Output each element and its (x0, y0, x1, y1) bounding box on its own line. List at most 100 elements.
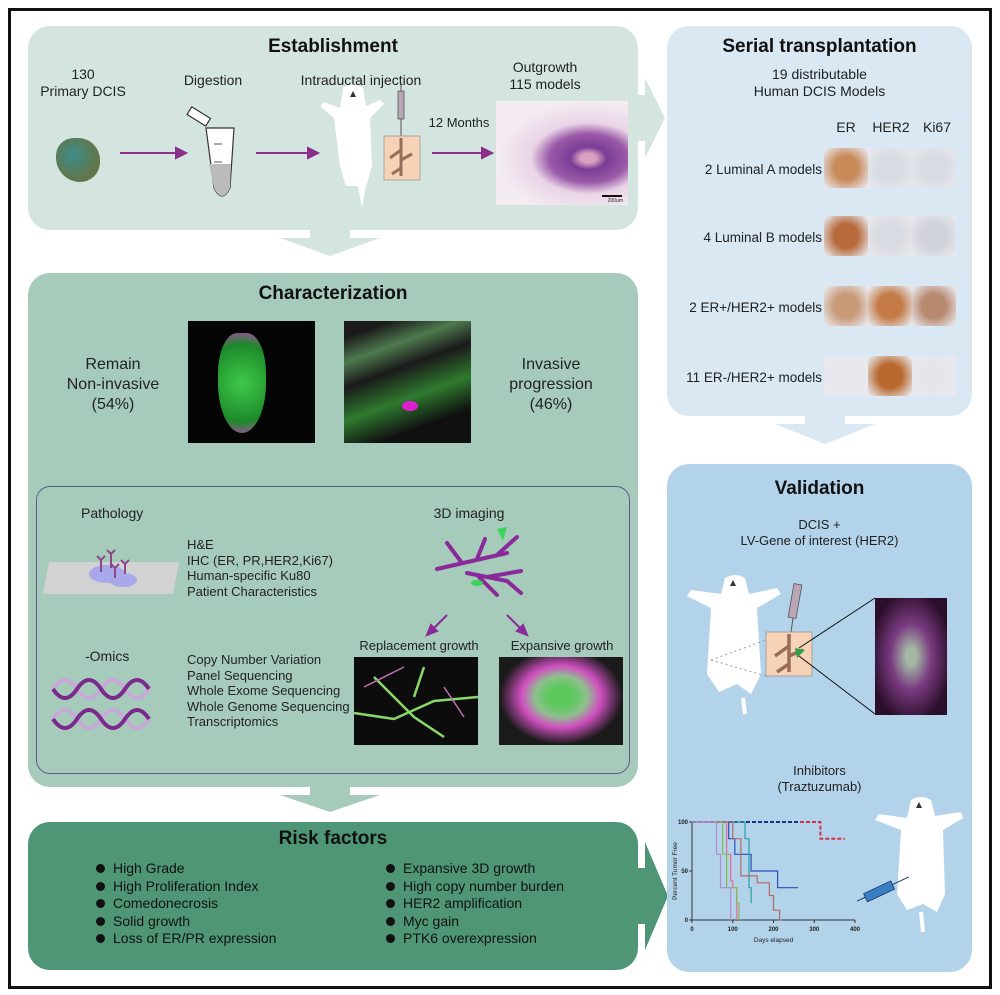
y-axis-label: Percent Tumor Free (672, 842, 679, 900)
list-item: Transcriptomics (187, 714, 279, 729)
x-tick-label: 400 (850, 927, 861, 933)
risk-item: Solid growth (96, 913, 276, 931)
validation-panel: Validation DCIS + LV-Gene of interest (H… (667, 464, 972, 972)
noninvasive-line-2: Non-invasive (66, 376, 160, 393)
figure-frame (8, 8, 992, 989)
noninvasive-label: Remain Non-invasive (54%) (58, 355, 168, 415)
serial-title: Serial transplantation (722, 36, 917, 57)
ihc-her2-image (868, 286, 912, 326)
survival-curve-brown (692, 821, 782, 921)
list-item: Patient Characteristics (187, 583, 318, 599)
risk-item: HER2 amplification (386, 895, 564, 913)
imaging-label: 3D imaging (433, 505, 505, 521)
mouse-icon (320, 84, 384, 208)
y-tick-label: 100 (678, 820, 689, 826)
slide-antibody-icon (43, 549, 179, 594)
bullet-icon (386, 899, 395, 909)
treated-mouse-illustration (857, 797, 963, 933)
time-label: 12 Months (428, 115, 490, 130)
risk-item: High copy number burden (386, 878, 564, 896)
ihc-her2-image (868, 148, 912, 188)
y-tick-label: 50 (681, 869, 688, 875)
scale-bar (602, 195, 622, 197)
survival-curve-blue (692, 821, 798, 889)
outgrowth-label: Outgrowth (512, 59, 578, 75)
survival-curve-control-red-dashed (692, 821, 845, 840)
syringe-icon (787, 583, 803, 633)
expansive-label: Expansive growth (510, 638, 614, 653)
invasive-pct: (46%) (529, 396, 573, 413)
risk-item: PTK6 overexpression (386, 930, 564, 948)
replacement-label: Replacement growth (359, 638, 479, 653)
expansive-growth-image (499, 657, 623, 745)
x-tick-label: 0 (690, 927, 694, 933)
risk-item-label: Loss of ER/PR expression (113, 930, 277, 946)
establishment-illustrations (120, 82, 495, 208)
x-tick-label: 300 (809, 927, 820, 933)
subtype-label: 4 Luminal B models (703, 230, 822, 245)
ihc-er-image (824, 148, 868, 188)
y-tick-label: 0 (685, 918, 689, 924)
risk-item-label: Myc gain (403, 912, 460, 929)
serial-subtitle-2: Human DCIS Models (753, 83, 886, 99)
list-item: Whole Genome Sequencing (187, 698, 350, 714)
syringe-icon (397, 82, 405, 138)
bullet-icon (96, 864, 105, 874)
replacement-growth-image (354, 657, 478, 745)
arrow-risk-to-valid (638, 842, 668, 950)
list-item: Human-specific Ku80 (187, 568, 311, 583)
injection-label: Intraductal injection (300, 72, 422, 88)
invasive-label: Invasive progression (46%) (496, 355, 606, 415)
inhibitors-label: Inhibitors (793, 763, 846, 778)
risk-item-label: Comedonecrosis (113, 895, 219, 911)
characterization-title: Characterization (258, 283, 408, 304)
list-item: H&E (187, 537, 214, 552)
risk-item-label: High Proliferation Index (113, 877, 259, 894)
risk-item-label: High Grade (113, 860, 185, 876)
bullet-icon (96, 934, 105, 944)
marker-ki67: Ki67 (922, 119, 952, 135)
ihc-her2-image (868, 356, 912, 396)
drug-label: (Traztuzumab) (777, 779, 862, 794)
risk-item-label: PTK6 overexpression (403, 930, 537, 946)
bullet-icon (386, 881, 395, 891)
validation-title: Validation (774, 478, 865, 499)
ihc-ki67-image (912, 356, 956, 396)
tube-icon (186, 105, 235, 197)
x-axis-label: Days elapsed (754, 937, 794, 944)
bullet-icon (386, 864, 395, 874)
bullet-icon (386, 916, 395, 926)
risk-item-label: High copy number burden (403, 877, 565, 894)
mouse-icon (687, 575, 781, 715)
ihc-er-image (824, 286, 868, 326)
serial-subtitle-1: 19 distributable (772, 66, 867, 82)
models-label: 115 models (509, 76, 581, 92)
arrow-icon (120, 146, 495, 160)
outgrowth-histology-image: 200um (496, 101, 628, 205)
validation-illustration (687, 575, 876, 715)
survival-curve-lilac (692, 821, 732, 920)
ihc-ki67-image (912, 216, 956, 256)
risk-item: Myc gain (386, 913, 564, 931)
arrow-est-to-serial (638, 78, 665, 158)
primary-label: Primary DCIS (40, 83, 126, 99)
validation-line-2: LV-Gene of interest (HER2) (740, 533, 899, 548)
x-tick-label: 100 (728, 927, 739, 933)
survival-curve-teal (692, 821, 752, 904)
marker-her2: HER2 (872, 119, 910, 135)
survival-curve-green (692, 821, 740, 920)
list-item: IHC (ER, PR,HER2,Ki67) (187, 552, 333, 568)
ductal-tree-icon (425, 527, 529, 637)
noninvasive-3d-image (188, 321, 315, 443)
invasive-line-1: Invasive (521, 356, 581, 373)
establishment-title: Establishment (268, 36, 398, 57)
tissue-sample-image (56, 138, 100, 182)
